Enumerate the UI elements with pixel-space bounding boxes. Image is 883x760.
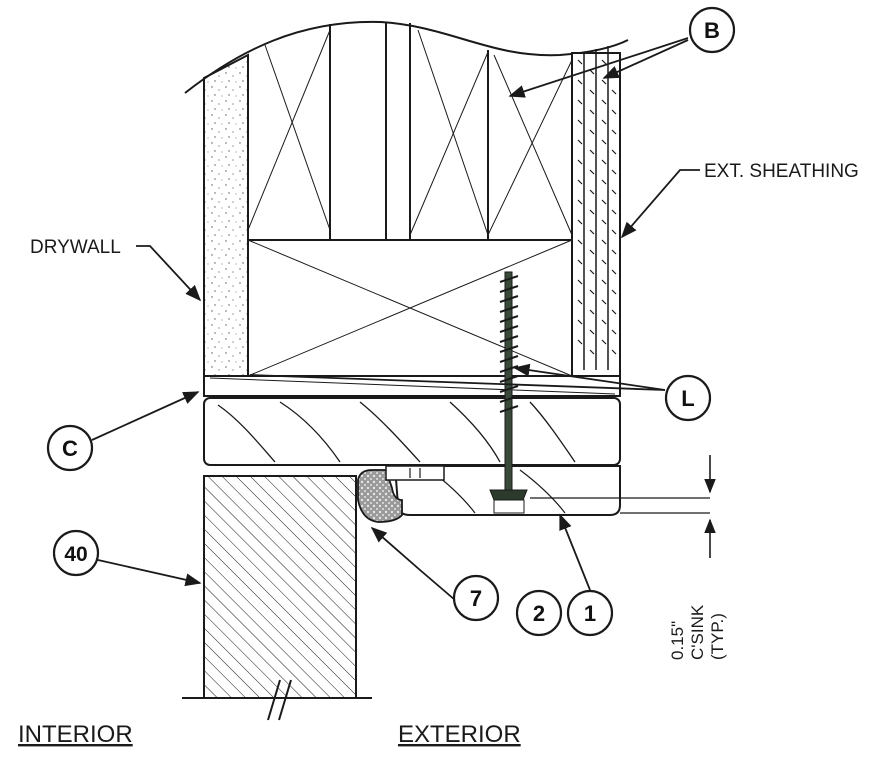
countersink-note: 0.15" C'SINK (TYP.) — [668, 604, 727, 660]
head-jamb — [203, 397, 621, 466]
callout-b-text: B — [704, 18, 720, 43]
callout-2: 2 — [515, 589, 563, 637]
wall-framing — [247, 22, 573, 377]
exterior-sheathing — [571, 46, 621, 377]
callout-l: L — [664, 374, 712, 422]
break-mark-b — [278, 679, 292, 721]
csink-typ: (TYP.) — [708, 613, 727, 660]
callout-l-text: L — [681, 386, 694, 411]
break-mark-a — [267, 679, 281, 721]
exterior-label: EXTERIOR — [398, 721, 521, 748]
callout-7: 7 — [452, 574, 500, 622]
callout-40: 40 — [52, 529, 100, 577]
gasket-seal — [357, 465, 445, 523]
wall-break-line — [184, 20, 629, 94]
callout-1: 1 — [566, 589, 614, 637]
callout-2-text: 2 — [533, 601, 545, 626]
interior-label: INTERIOR — [18, 721, 133, 748]
callout-7-text: 7 — [470, 586, 482, 611]
callout-c: C — [46, 424, 94, 472]
callout-b: B — [688, 6, 736, 54]
csink-value: 0.15" — [668, 621, 687, 660]
callout-c-text: C — [62, 436, 78, 461]
callout-1-text: 1 — [584, 601, 596, 626]
drywall-label: DRYWALL — [30, 237, 121, 258]
hatched-sill-member — [182, 475, 372, 721]
leader-lines — [91, 37, 716, 601]
csink-text: C'SINK — [688, 604, 707, 660]
drywall-layer — [203, 53, 249, 377]
callout-40-text: 40 — [64, 543, 87, 566]
ext-sheathing-label: EXT. SHEATHING — [704, 161, 859, 182]
